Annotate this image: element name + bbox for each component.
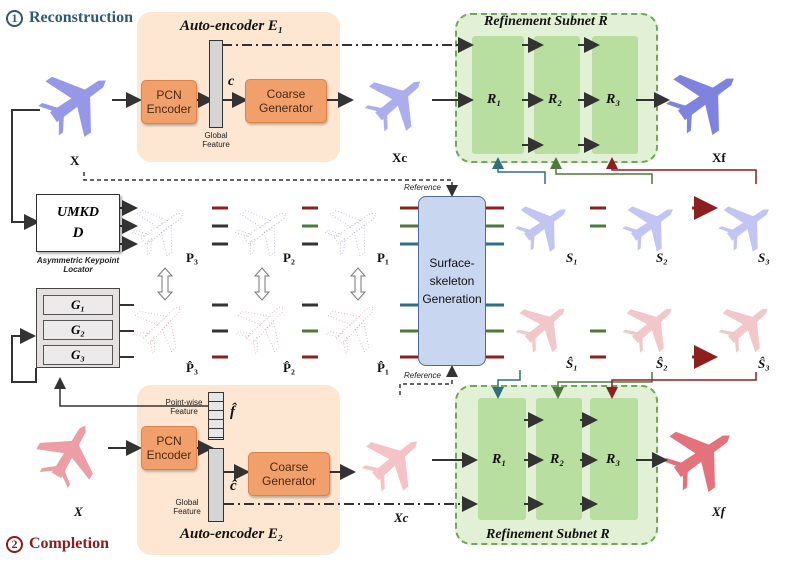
global-feature-label-bottom: Global Feature xyxy=(173,498,201,516)
umkd-module: UMKD D xyxy=(36,194,120,252)
refine-r1-top: R₁ xyxy=(487,92,502,107)
skeleton-s3-top-cloud xyxy=(711,188,784,261)
pcn-encoder-bottom: PCN Encoder xyxy=(141,426,197,470)
refine-column-r3-bottom xyxy=(590,398,638,520)
skeleton-s2-label: S₂ xyxy=(656,250,668,265)
generator-g1: G₁ xyxy=(43,295,113,315)
keypoint-p3hat-label: P̂₃ xyxy=(186,360,198,375)
skeleton-s3hat-label: Ŝ₃ xyxy=(758,356,770,371)
plane-x-input-top xyxy=(29,52,126,149)
refine-r1-bottom: R₁ xyxy=(492,452,507,467)
plane-x-input-bottom xyxy=(27,410,112,496)
keypoint-locator-caption: Asymmetric Keypoint Locator xyxy=(36,256,120,274)
global-feature-bar-bottom xyxy=(208,448,224,522)
surface-skeleton-generation-module: Surface-skeleton Generation xyxy=(418,196,486,366)
arrow-g-feedback xyxy=(11,328,37,383)
plane-xf-bottom xyxy=(653,407,750,504)
xc-label-bottom: Xc xyxy=(394,510,409,525)
generator-stack: G₁ G₂ G₃ xyxy=(36,288,120,368)
reconstruction-title: Reconstruction xyxy=(29,9,133,26)
arrow-x-to-umkd xyxy=(11,109,40,230)
xf-label-bottom: Xf xyxy=(712,504,725,519)
refine-r3-bottom: R₃ xyxy=(606,452,621,467)
keypoint-p2-label: P₂ xyxy=(283,250,295,265)
arrow-s2-to-r2-top xyxy=(550,157,653,184)
reconstruction-heading: 1 Reconstruction xyxy=(6,9,133,27)
refine-r2-top: R₂ xyxy=(548,92,563,107)
pointwise-feature-bar xyxy=(208,392,224,440)
generator-g3: G₃ xyxy=(43,345,113,365)
refine-r3-top: R₃ xyxy=(606,92,621,107)
reference-tag-top: Reference xyxy=(404,183,441,192)
skeleton-s2-bottom-cloud xyxy=(614,289,688,362)
skeleton-s2-top-cloud xyxy=(615,188,688,261)
arrow-s1-to-r1-top xyxy=(492,157,546,184)
generator-g2: G₂ xyxy=(43,320,113,340)
completion-step-number: 2 xyxy=(6,535,23,553)
keypoint-p2hat-label: P̂₂ xyxy=(283,360,295,375)
reference-dashed-bottom xyxy=(399,365,458,395)
reference-tag-bottom: Reference xyxy=(404,371,441,380)
arrow-feature-to-g xyxy=(54,377,208,407)
autoencoder-e2-title: Auto-encoder E₂ xyxy=(180,526,284,542)
keypoint-p1-label: P₁ xyxy=(377,250,389,265)
completion-heading: 2 Completion xyxy=(6,535,109,553)
arrow-s3-to-r3-top xyxy=(606,157,757,184)
skeleton-s1-label: S₁ xyxy=(566,250,578,265)
refinement-subnet-top-title: Refinement Subnet R xyxy=(484,14,608,29)
plane-xc-bottom xyxy=(352,419,436,502)
xc-label-top: Xc xyxy=(392,150,408,165)
keypoint-p2hat-cloud xyxy=(227,288,302,363)
keypoint-bottom-connectors xyxy=(212,303,418,359)
refinement-subnet-bottom-title: Refinement Subnet R xyxy=(486,527,610,542)
skeleton-s1hat-label: Ŝ₁ xyxy=(566,356,578,371)
feature-c-symbol-top: c xyxy=(228,74,235,89)
reconstruction-step-number: 1 xyxy=(6,9,23,27)
pcn-encoder-top: PCN Encoder xyxy=(141,80,197,124)
pointwise-f-symbol: f̂ xyxy=(230,404,235,420)
coarse-generator-bottom: Coarse Generator xyxy=(248,452,330,496)
arrow-s2-to-r2-bottom xyxy=(552,372,653,399)
reference-dashed-top xyxy=(83,172,458,197)
coarse-generator-top: Coarse Generator xyxy=(245,79,327,123)
plane-xc-top xyxy=(355,59,439,142)
plane-xf-top xyxy=(657,50,754,147)
keypoint-p3hat-cloud xyxy=(124,288,199,363)
global-c-hat-symbol: ĉ xyxy=(230,478,237,494)
double-arrows-p-phat xyxy=(156,267,367,301)
global-feature-label-top: Global Feature xyxy=(202,131,230,149)
refine-r2-bottom: R₂ xyxy=(550,452,565,467)
keypoint-p3-label: P₃ xyxy=(186,250,198,265)
arrow-s3-to-r3-bottom xyxy=(606,372,757,399)
global-feature-bar-top xyxy=(209,40,223,128)
skeleton-s1-bottom-cloud xyxy=(507,289,581,362)
ssg-output-connectors xyxy=(486,206,504,359)
skeleton-s3-bottom-cloud xyxy=(710,289,784,362)
xf-label-top: Xf xyxy=(712,150,726,165)
skeleton-s3-label: S₃ xyxy=(758,250,770,265)
x-input-label-top: X xyxy=(70,153,80,168)
completion-title: Completion xyxy=(29,535,109,552)
umkd-title: UMKD xyxy=(56,205,99,220)
keypoint-p1hat-cloud xyxy=(317,288,392,363)
refine-column-r1-top xyxy=(472,36,524,154)
arrow-s1-to-r1-bottom xyxy=(492,370,521,399)
refine-column-r1-bottom xyxy=(478,398,526,520)
keypoint-p1hat-label: P̂₁ xyxy=(377,360,389,375)
umkd-d-symbol: D xyxy=(72,225,84,241)
keypoint-top-connectors xyxy=(212,206,418,246)
pointwise-feature-label: Point-wise Feature xyxy=(165,398,203,416)
autoencoder-e1-title: Auto-encoder E₁ xyxy=(180,18,284,34)
x-input-label-bottom: X xyxy=(74,504,83,519)
skeleton-s2hat-label: Ŝ₂ xyxy=(656,356,668,371)
